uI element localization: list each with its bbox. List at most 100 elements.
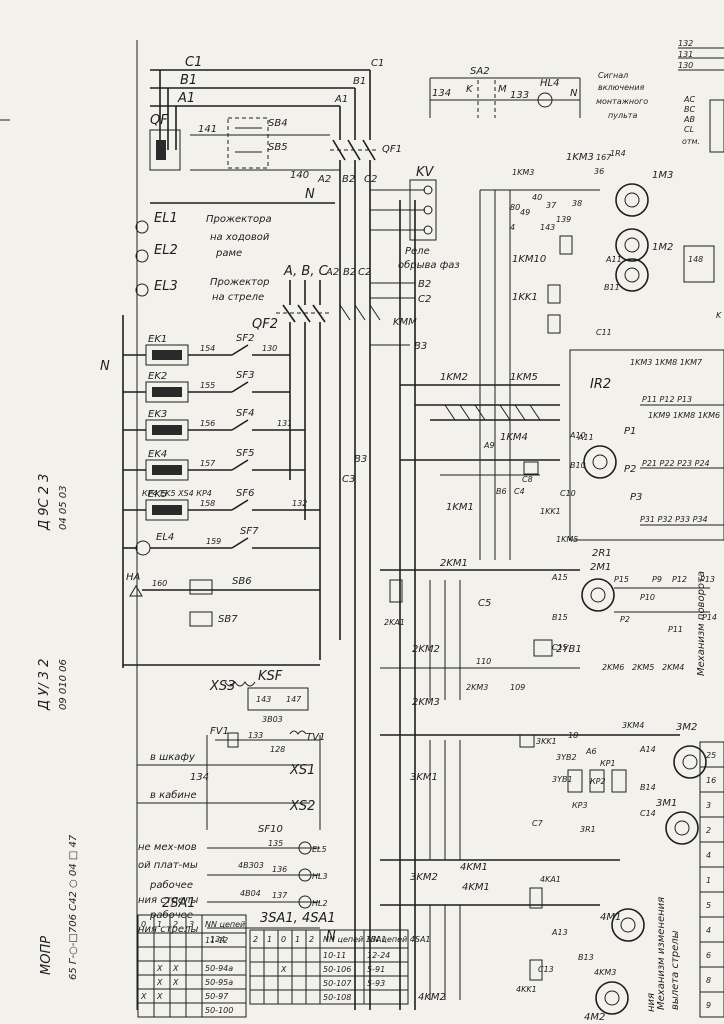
m3-m1-label: 3M1 xyxy=(656,798,677,809)
heater-n-label: N xyxy=(100,359,110,374)
heater-rows: EK1154SF2130EK2155SF3EK3156SF4131EK4157S… xyxy=(123,333,320,627)
km1-label: 1KM1 xyxy=(446,502,474,513)
el5-label: EL5 xyxy=(312,845,327,854)
slewing-motor-section: 2KM1 2M1 2R1 2KA1 C5 A15 B15 C15 P15 P9 … xyxy=(380,548,717,708)
m2-p15-label: P15 xyxy=(614,575,629,584)
m2-c15-label: C15 xyxy=(552,643,568,652)
t80-label: 80 xyxy=(510,203,520,212)
motor-3m1 xyxy=(665,811,699,845)
m3-coil-2 xyxy=(589,769,605,793)
label-c2c: C2 xyxy=(358,267,371,278)
m1-main-a11: A11 xyxy=(577,433,594,442)
el4-label: EL4 xyxy=(156,532,174,543)
table-cell xyxy=(263,947,279,963)
motor-1m2-label: 1M2 xyxy=(652,242,673,253)
right-table-cell xyxy=(699,791,724,818)
motor-2m1-rotor xyxy=(590,587,606,603)
km2-contact-3 xyxy=(474,404,486,421)
right-table-value: 25 xyxy=(706,751,716,760)
table-cell xyxy=(263,989,279,1005)
m2-km3b-label: 2KM3 xyxy=(466,683,488,692)
table-cell xyxy=(185,988,203,1004)
edge-cl: CL xyxy=(684,125,694,134)
el1-label: EL1 xyxy=(154,211,178,226)
heater-bus-number: 131 xyxy=(277,419,292,428)
heater-wire-number: 156 xyxy=(200,419,215,428)
el3-label: EL3 xyxy=(154,279,178,294)
table-cell xyxy=(169,1002,187,1018)
m3-km2-label: 3KM2 xyxy=(410,872,438,883)
edge-otm: отм. xyxy=(682,137,700,146)
table-cell xyxy=(185,974,203,990)
km3b-label: 1KM3 xyxy=(512,168,534,177)
m2-m1-label: 2M1 xyxy=(590,562,611,573)
kmm-fuse-c xyxy=(369,304,381,321)
hl3-label: HL3 xyxy=(312,872,328,881)
hl2-lamp xyxy=(298,895,312,909)
label-b1-right: B1 xyxy=(353,76,366,87)
kmm-fuse-a xyxy=(339,304,351,321)
heater-column: N xyxy=(100,315,320,668)
table-cell xyxy=(249,961,265,977)
xs2-label: XS2 xyxy=(289,799,315,814)
m4-a13-label: A13 xyxy=(551,928,568,937)
start-stop-block: 141 SB4 SB5 140 xyxy=(190,117,340,181)
wire-110: 110 xyxy=(476,657,491,666)
right-table-value: 4 xyxy=(706,926,711,935)
heater-wire-number: 155 xyxy=(200,381,215,390)
m2-km6-label: 2KM6 xyxy=(602,663,624,672)
table-cell xyxy=(201,1002,247,1018)
motor-4m2 xyxy=(595,981,629,1015)
table-cell xyxy=(169,932,187,948)
b303-label: 3В03 xyxy=(262,715,283,724)
right-table-cell xyxy=(699,891,724,918)
sb7-button xyxy=(189,611,213,627)
wire-140: 140 xyxy=(290,170,309,181)
heater-bus-number: 130 xyxy=(262,344,277,353)
kk1-label: 1KK1 xyxy=(512,292,538,303)
stamps: Д У/ 3 2 09 010 06 Д 9С 2 3 04 05 03 МОП… xyxy=(37,474,79,980)
table-cell xyxy=(363,989,409,1005)
el1-lamp xyxy=(135,220,149,234)
motor-1m3 xyxy=(615,183,649,217)
cab-label-5: рабочее xyxy=(149,879,193,891)
wire-133b: 133 xyxy=(248,731,263,740)
p21-row: P21 P22 P23 P24 xyxy=(642,459,710,468)
m4-m1-label: 4M1 xyxy=(600,912,621,923)
p2-label: P2 xyxy=(624,464,636,475)
right-table-value: 1 xyxy=(706,876,711,885)
ksf-body xyxy=(247,687,309,711)
heater-label: EK1 xyxy=(148,334,167,345)
kk1b-label: 1KK1 xyxy=(540,507,561,516)
m2-km1-label: 2KM1 xyxy=(440,558,468,569)
wire-135: 135 xyxy=(268,839,283,848)
motor-3m1-rotor xyxy=(674,820,690,836)
table-cell-text: X xyxy=(156,992,163,1001)
table-cell xyxy=(263,975,279,991)
xs3-label: XS3 xyxy=(209,679,235,694)
signal-circuit-top: 134 SA2 K M 133 HL4 N Сигнал включения м… xyxy=(429,66,648,120)
r4-label: 1R4 xyxy=(610,149,626,158)
label-b3-out: B3 xyxy=(414,341,427,352)
m2-p2-label: P2 xyxy=(620,615,630,624)
wire-109: 109 xyxy=(510,683,525,692)
heater-core xyxy=(152,350,182,360)
sf10-label: SF10 xyxy=(258,824,283,835)
m4-ka1-label: 4KA1 xyxy=(540,875,561,884)
edge-bc: BC xyxy=(684,105,695,114)
wire-159: 159 xyxy=(206,537,221,546)
stamp-a: Д У/ 3 2 xyxy=(37,659,52,711)
m3-kp3-label: КР3 xyxy=(572,801,588,810)
m3-a14-label: A14 xyxy=(639,745,656,754)
table-cell xyxy=(291,975,307,991)
m3-a6-label: A6 xyxy=(585,747,597,756)
m2-r1-label: 2R1 xyxy=(592,548,612,559)
right-table-value: 8 xyxy=(706,976,711,985)
heater-switch-blade xyxy=(231,499,249,511)
sa2-k-label: K xyxy=(466,84,474,95)
b10-label: B10 xyxy=(570,461,586,470)
cabinet-lighting: KSF 143 147 3В03 XS3 FV1 133 128 TV1 в ш… xyxy=(137,669,336,944)
m4-ka1-coil xyxy=(529,887,543,909)
wire-136: 136 xyxy=(272,865,287,874)
